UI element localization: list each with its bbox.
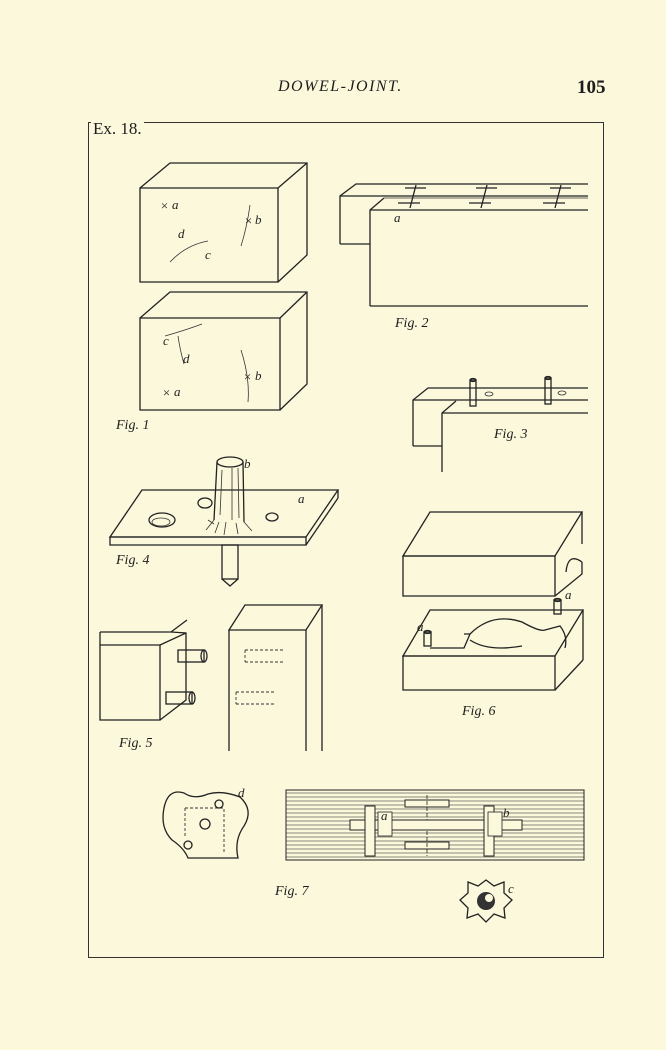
fig2-caption: Fig. 2 [395,316,429,331]
label-x: × [162,385,171,400]
exercise-label: Ex. 18. [91,119,144,139]
label-d: d [183,351,190,366]
label-a: a [381,808,388,823]
fig1-upper-block: × a d c × b [139,162,308,283]
running-title: DOWEL-JOINT. [278,78,403,95]
label-x: × [243,369,252,384]
page-number: 105 [577,77,606,98]
label-d: d [238,785,245,800]
fig7-templet: d [162,785,249,859]
label-x: × [160,198,169,213]
fig4-caption: Fig. 4 [116,553,150,568]
label-a: a [174,384,181,399]
fig1-lower-block: c d × b × a [139,291,308,411]
label-a: a [298,491,305,506]
fig1-caption: Fig. 1 [116,418,150,433]
fig7-hatched-board: a b [285,789,585,861]
fig6-lower-block: a a [401,587,585,691]
fig6-upper-block [401,511,584,597]
label-c: c [205,247,211,262]
fig2-marks [398,184,571,209]
fig3-dowel [469,377,494,407]
label-d: d [178,226,185,241]
label-x: × [244,213,253,228]
running-head: DOWEL-JOINT. 105 [0,77,666,104]
fig5-stile [227,604,324,751]
fig3-dowel [544,375,567,405]
fig4-dowel-plate: b a [108,456,340,587]
label-a: a [394,210,401,225]
fig2-board: a [339,183,588,307]
label-b: b [503,805,510,820]
label-a: a [417,619,424,634]
fig5-caption: Fig. 5 [119,736,153,751]
label-c: c [508,881,514,896]
label-b: b [255,212,262,227]
fig7-cutter: c [459,879,514,923]
fig5-rail [99,619,208,721]
label-a: a [172,197,179,212]
label-b: b [244,456,251,471]
fig3-caption: Fig. 3 [494,427,528,442]
fig3-board [412,375,588,472]
label-a: a [565,587,572,602]
fig7-caption: Fig. 7 [275,884,309,899]
plate-frame [88,122,604,958]
fig6-caption: Fig. 6 [462,704,496,719]
label-b: b [255,368,262,383]
label-c: c [163,333,169,348]
